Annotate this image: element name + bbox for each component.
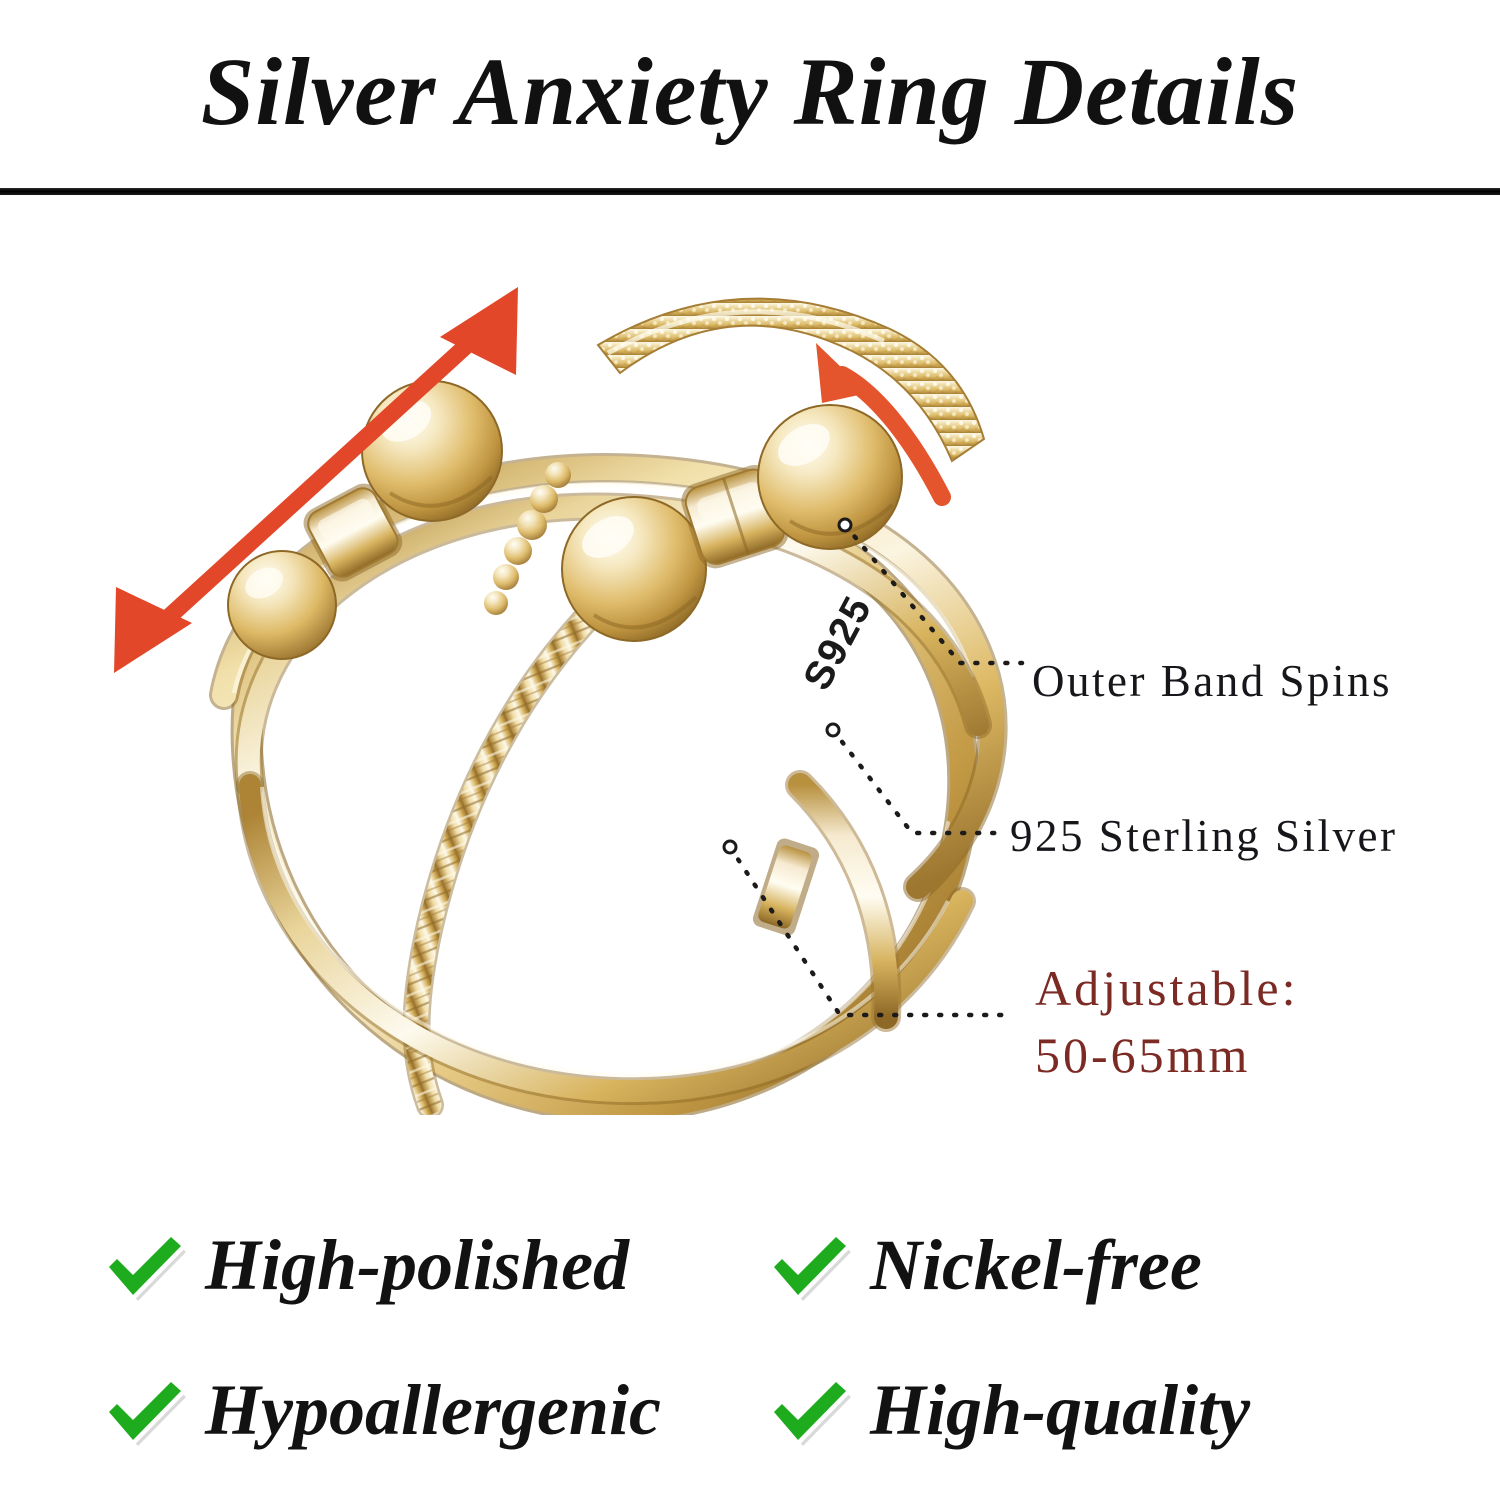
check-icon [104,1232,186,1301]
feature-label: High-quality [870,1370,1251,1450]
header-divider [0,188,1500,195]
feature-label: Hypoallergenic [205,1370,661,1450]
callout-outer-band-spins: Outer Band Spins [1032,656,1392,706]
feature-item-high-quality: High-quality [740,1335,1500,1485]
check-icon [769,1377,851,1446]
size-arrow-double [114,287,518,673]
feature-label: Nickel-free [870,1225,1202,1305]
feature-item-hypoallergenic: Hypoallergenic [0,1335,740,1485]
bead-chain [484,462,571,615]
check-icon [104,1377,186,1446]
ring-product-illustration: S925 [100,225,1030,1115]
ring-textured-band [596,297,986,463]
feature-item-nickel-free: Nickel-free [740,1190,1500,1340]
callout-adjustable: Adjustable: 50-65mm [1035,955,1455,1088]
callout-adjustable-line1: Adjustable: [1035,960,1299,1016]
s925-engraving: S925 [795,589,881,697]
page-title: Silver Anxiety Ring Details [200,38,1300,145]
ring-graphic: S925 [114,287,1008,1115]
ring-adjustable-shank [752,770,902,1032]
feature-row: High-polished Nickel-free [0,1190,1500,1340]
feature-list: High-polished Nickel-free Hypoallergenic [0,1180,1500,1500]
feature-row: Hypoallergenic High-quality [0,1335,1500,1485]
check-icon [769,1232,851,1301]
callout-925-sterling-silver: 925 Sterling Silver [1010,811,1398,861]
feature-label: High-polished [205,1225,630,1305]
rotation-arrow-curved [816,343,951,506]
callout-adjustable-line2: 50-65mm [1035,1026,1251,1083]
feature-item-high-polished: High-polished [0,1190,740,1340]
ring-spinner-beads [227,380,903,660]
